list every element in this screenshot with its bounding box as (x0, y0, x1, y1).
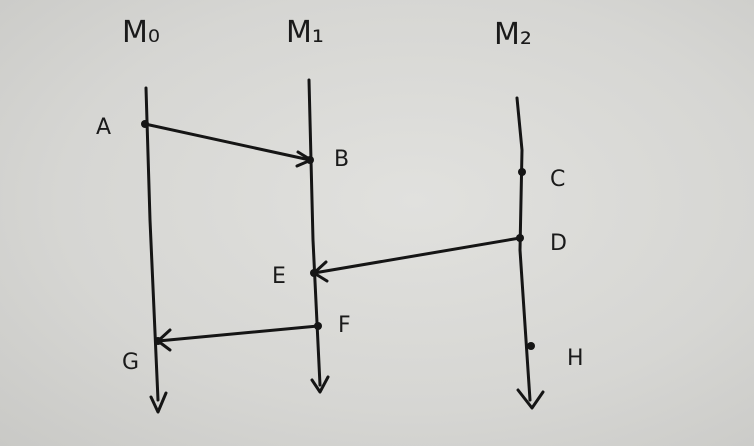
timeline-m1 (307, 78, 322, 387)
event-label-h: H (567, 346, 584, 371)
event-dot-a (141, 120, 149, 128)
process-label-m0: M₀ (122, 15, 160, 50)
process-label-m2: M₂ (494, 17, 532, 52)
event-dot-b (306, 156, 314, 164)
message-a-to-b (143, 122, 312, 162)
message-f-to-g (156, 324, 320, 343)
event-label-f: F (338, 313, 351, 338)
timeline-m1-arrowhead (310, 375, 330, 394)
event-label-b: B (334, 147, 349, 172)
event-dot-d (516, 234, 524, 242)
event-dot-g (154, 337, 162, 345)
timeline-m0 (144, 86, 160, 402)
event-dot-f (314, 322, 322, 330)
event-label-c: C (550, 167, 565, 192)
event-dot-h (527, 342, 535, 350)
timeline-m2-arrowhead (516, 388, 545, 410)
event-label-e: E (272, 264, 286, 289)
event-label-g: G (122, 350, 139, 375)
message-d-to-e (312, 236, 522, 275)
process-label-m1: M₁ (286, 15, 324, 50)
event-label-a: A (96, 115, 111, 140)
event-label-d: D (550, 231, 567, 256)
event-dot-c (518, 168, 526, 176)
timeline-m0-arrowhead (149, 391, 168, 414)
timeline-m2 (515, 96, 532, 402)
event-dot-e (310, 269, 318, 277)
